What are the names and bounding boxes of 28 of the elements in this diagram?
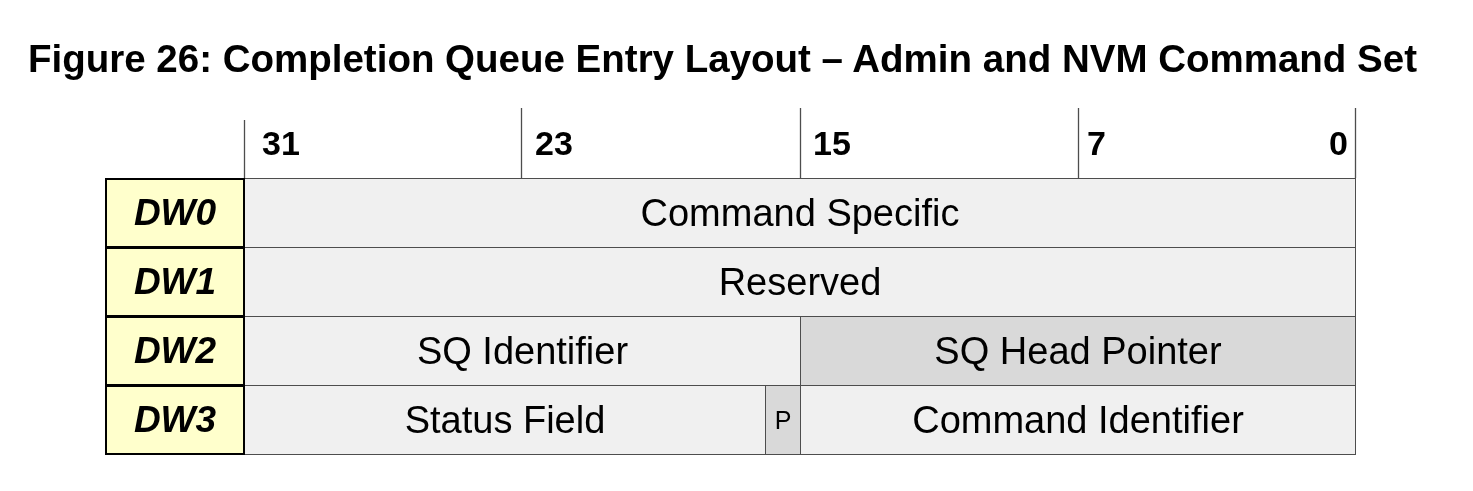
field-name: SQ Identifier bbox=[416, 329, 629, 373]
dword-header-cell bbox=[105, 385, 245, 455]
field-cell bbox=[765, 385, 801, 455]
field-name: Reserved bbox=[718, 260, 882, 304]
dword-label: DW2 bbox=[133, 330, 217, 372]
bit-number: 0 bbox=[1329, 123, 1348, 163]
dword-header-cell bbox=[105, 316, 245, 386]
figure-title: Figure 26: Completion Queue Entry Layout – Admin and NVM Command Set bbox=[28, 37, 1417, 81]
field-name: Command Specific bbox=[640, 191, 960, 235]
dword-label: DW1 bbox=[133, 261, 217, 303]
dword-header-cell bbox=[105, 247, 245, 317]
field-cell bbox=[244, 316, 801, 386]
field-name: Command Identifier bbox=[912, 398, 1244, 442]
bit-number: 23 bbox=[535, 123, 573, 163]
field-cell bbox=[244, 178, 1356, 248]
field-cell bbox=[800, 316, 1356, 386]
field-cell bbox=[800, 385, 1356, 455]
dword-label: DW3 bbox=[133, 399, 217, 441]
bit-number: 15 bbox=[813, 123, 851, 163]
bit-number: 31 bbox=[262, 123, 300, 163]
field-name: Status Field bbox=[404, 398, 606, 442]
field-name: SQ Head Pointer bbox=[934, 329, 1222, 373]
field-cell bbox=[244, 247, 1356, 317]
bit-number: 7 bbox=[1087, 123, 1106, 163]
dword-label: DW0 bbox=[133, 192, 217, 234]
field-cell bbox=[244, 385, 766, 455]
field-name: P bbox=[774, 405, 792, 435]
dword-header-cell bbox=[105, 178, 245, 248]
